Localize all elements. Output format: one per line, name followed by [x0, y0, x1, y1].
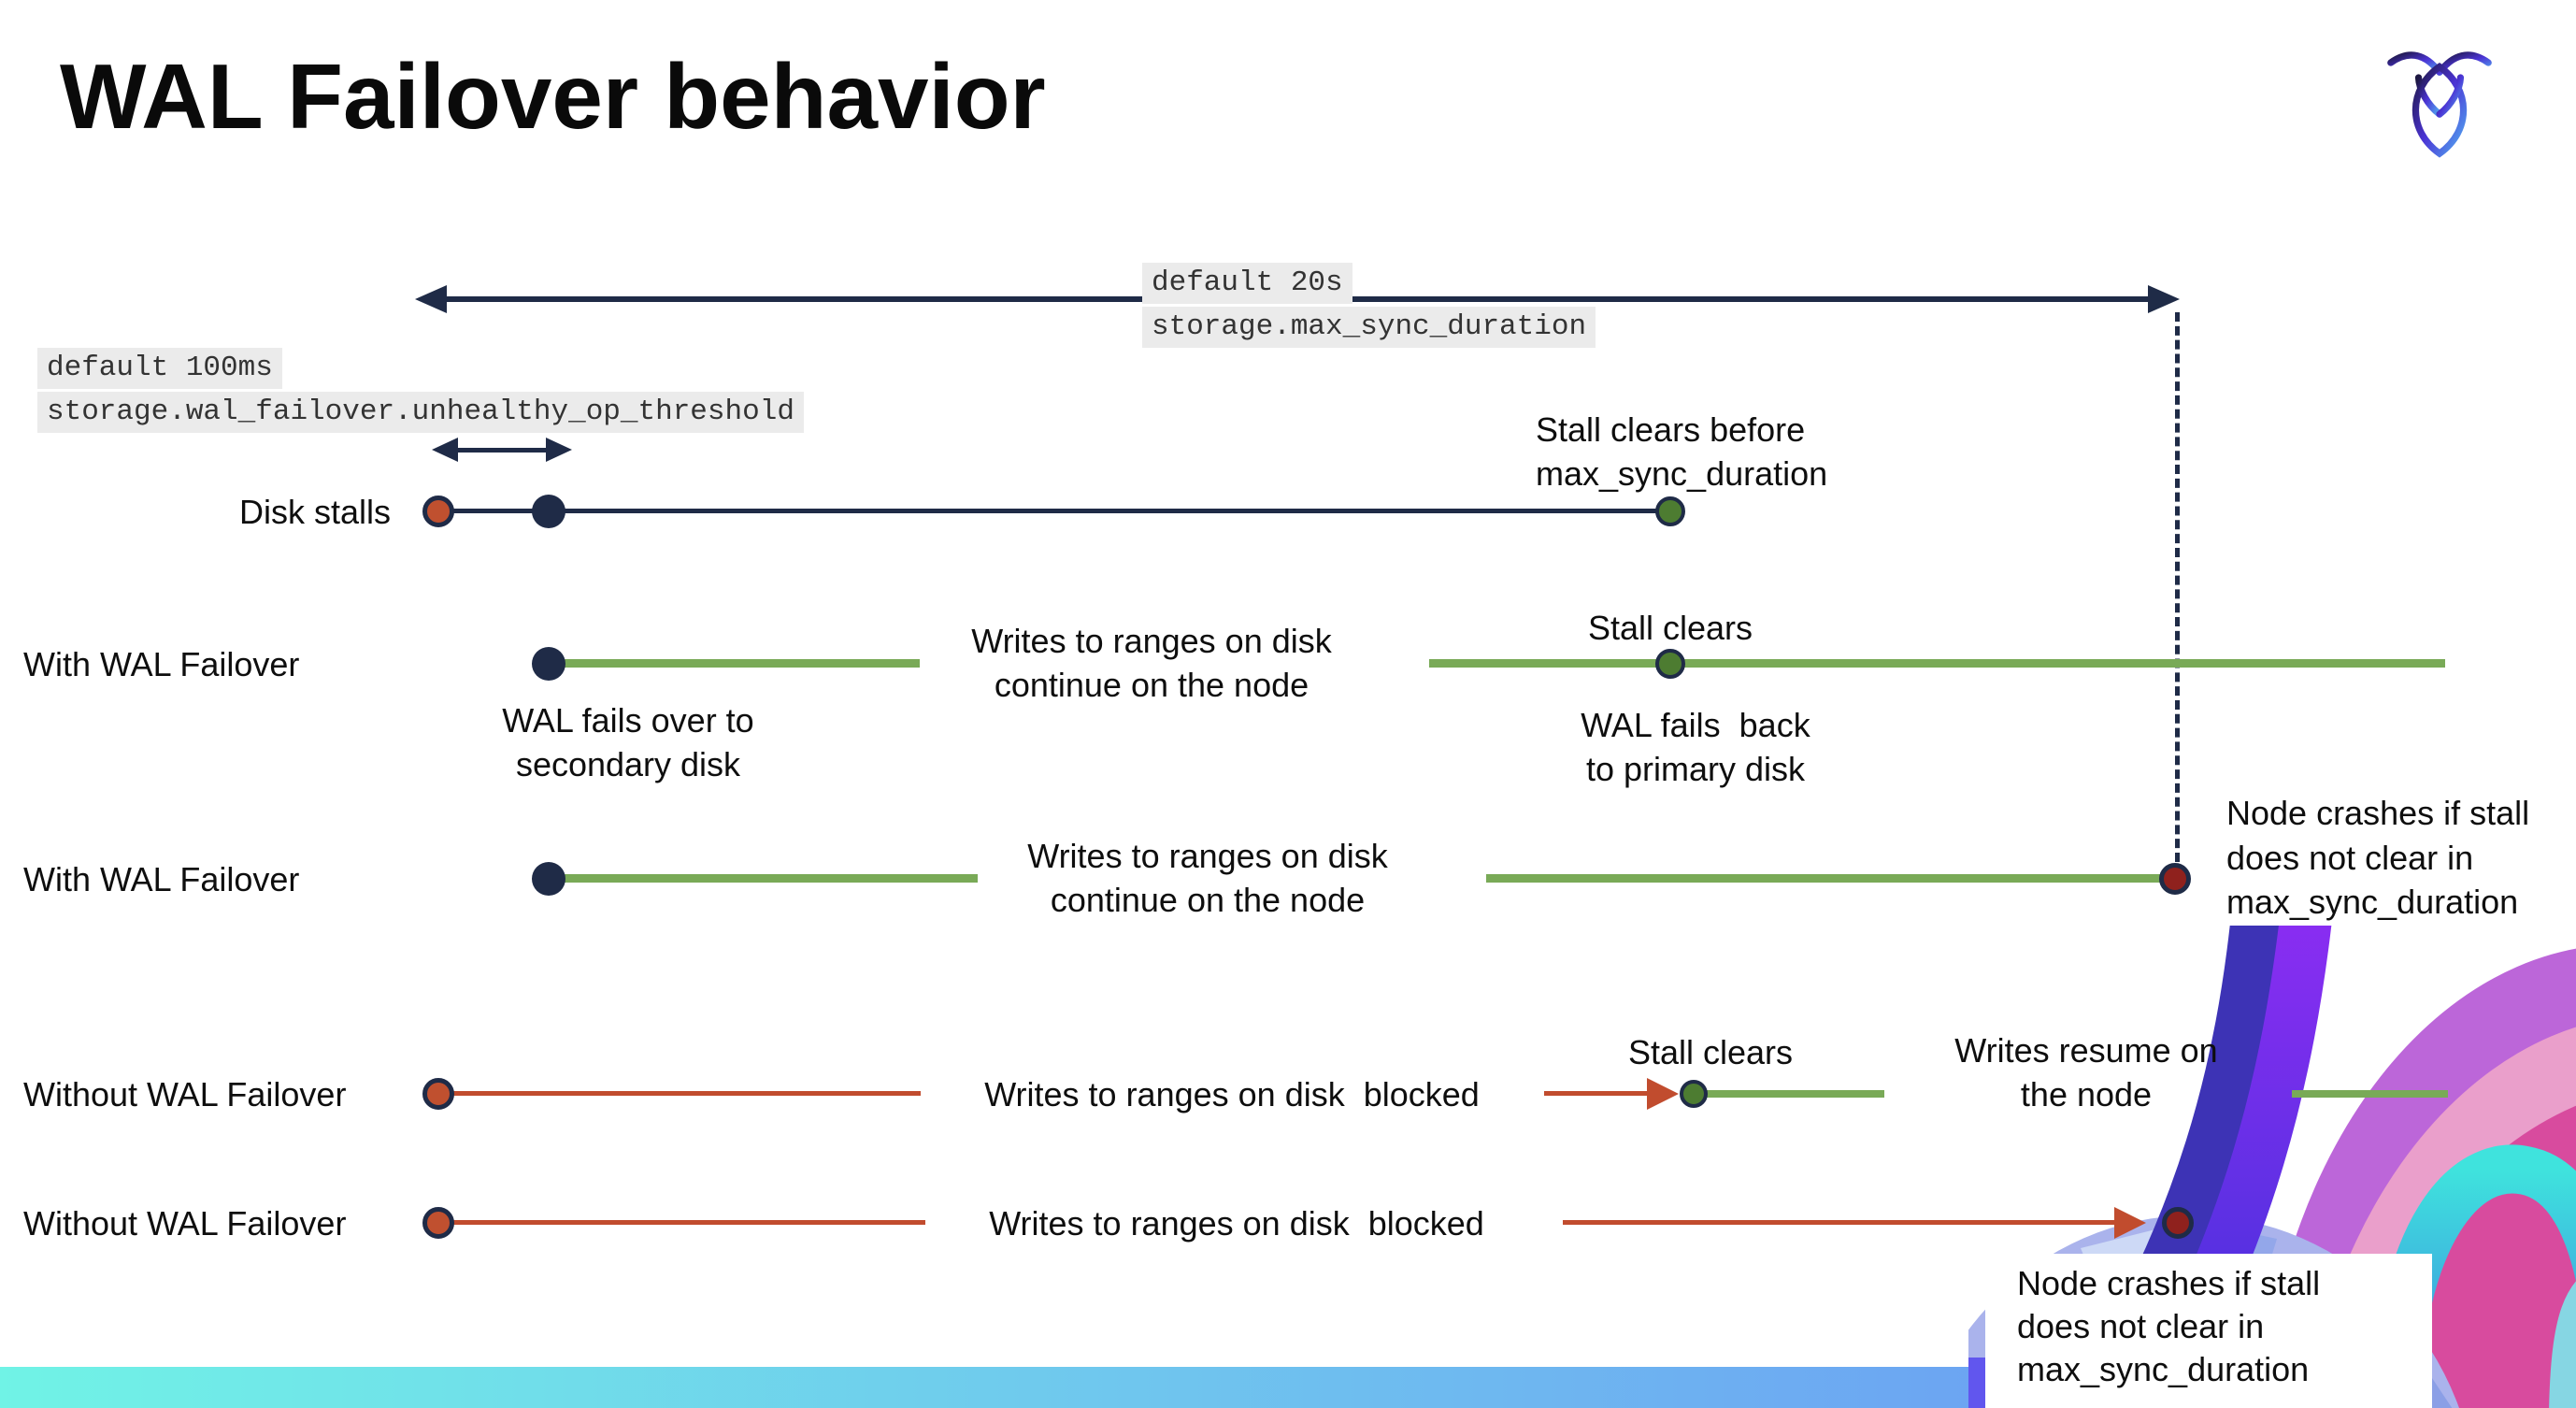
stall-start-dot [422, 1207, 454, 1239]
annotation-writes-resume: Writes resume on the node [1954, 1031, 2218, 1113]
healthy-writes-line [549, 874, 978, 883]
healthy-writes-line [1486, 874, 2164, 883]
stall-clear-dot [1655, 649, 1685, 679]
failover-dot [532, 647, 565, 681]
timeline-row1 [438, 509, 1670, 513]
annotation-wal-fails-back: WAL fails back to primary disk [1581, 706, 1810, 788]
max-sync-duration-label: default 20s storage.max_sync_duration [1142, 263, 1596, 351]
threshold-dot [532, 495, 565, 528]
annotation-node-crashes: Node crashes if stall does not clear in … [2226, 794, 2530, 921]
arrowhead-left-icon [415, 285, 447, 313]
annotation-box [1985, 1254, 2432, 1408]
blocked-writes-line [438, 1220, 925, 1225]
node-crash-dot [2162, 1207, 2194, 1239]
row-label-without-wal-failover-1: Without WAL Failover [23, 1075, 347, 1113]
row-label-with-wal-failover-2: With WAL Failover [23, 860, 300, 898]
stall-start-dot [422, 496, 454, 527]
blocked-writes-line [1544, 1091, 1653, 1096]
healthy-writes-line [1670, 659, 2445, 668]
annotation-stall-clears-before: Stall clears before max_sync_duration [1536, 410, 1828, 493]
healthy-writes-line [549, 659, 920, 668]
row-label-without-wal-failover-2: Without WAL Failover [23, 1204, 347, 1243]
max-sync-setting-label: storage.max_sync_duration [1142, 307, 1596, 348]
healthy-writes-line [1429, 659, 1672, 668]
annotation-writes-continue: Writes to ranges on disk continue on the… [1027, 837, 1388, 919]
annotation-writes-continue: Writes to ranges on disk continue on the… [971, 622, 1332, 704]
unhealthy-threshold-arrow-line [454, 448, 546, 453]
resumed-writes-line [1694, 1090, 1884, 1098]
arrowhead-right-icon [2148, 285, 2180, 313]
stall-clear-dot [1680, 1080, 1708, 1108]
stall-start-dot [422, 1078, 454, 1110]
annotation-node-crashes: Node crashes if stall does not clear in … [2017, 1264, 2321, 1388]
failover-dot [532, 862, 565, 896]
stall-clear-dot [1655, 496, 1685, 526]
unhealthy-setting-label: storage.wal_failover.unhealthy_op_thresh… [37, 392, 804, 433]
node-crash-dot [2159, 863, 2191, 895]
arrowhead-right-icon [2114, 1207, 2146, 1239]
arrowhead-left-icon [432, 438, 458, 462]
page-title: WAL Failover behavior [60, 45, 1046, 148]
cockroachdb-logo-icon [2385, 41, 2494, 168]
resumed-writes-line [2292, 1090, 2448, 1098]
annotation-writes-blocked: Writes to ranges on disk blocked [989, 1204, 1484, 1243]
unhealthy-op-threshold-label: default 100ms storage.wal_failover.unhea… [37, 348, 804, 436]
annotation-wal-fails-over: WAL fails over to secondary disk [502, 701, 754, 783]
max-sync-duration-dashed-line [2175, 312, 2180, 862]
arrowhead-right-icon [1647, 1078, 1679, 1110]
arrowhead-right-icon [546, 438, 572, 462]
row-label-disk-stalls: Disk stalls [238, 493, 391, 531]
annotation-writes-blocked: Writes to ranges on disk blocked [984, 1075, 1480, 1113]
annotation-stall-clears: Stall clears [1587, 609, 1753, 647]
blocked-writes-line [438, 1091, 921, 1096]
blocked-writes-line [1563, 1220, 2116, 1225]
max-sync-default-label: default 20s [1142, 263, 1352, 304]
unhealthy-default-label: default 100ms [37, 348, 282, 389]
row-label-with-wal-failover-1: With WAL Failover [23, 645, 300, 683]
annotation-stall-clears: Stall clears [1627, 1033, 1794, 1071]
